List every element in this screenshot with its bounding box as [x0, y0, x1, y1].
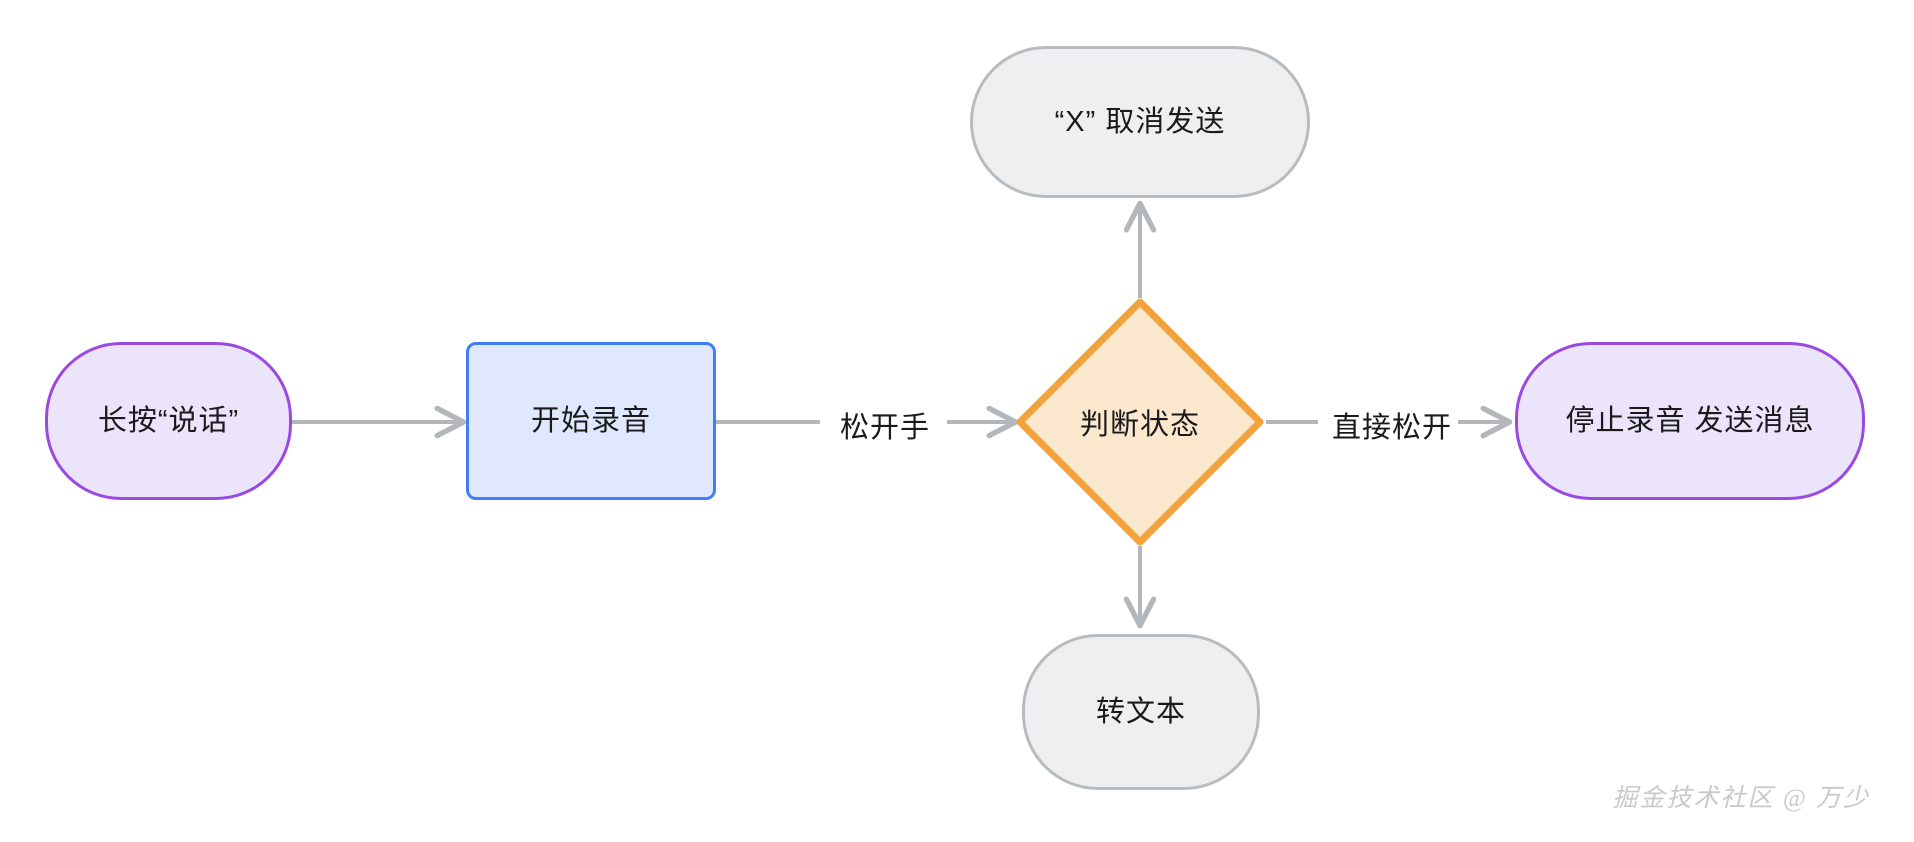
- watermark: 掘金技术社区 @ 万少: [1612, 785, 1870, 812]
- edge-label-direct-release: 直接松开: [1326, 404, 1459, 446]
- node-convert-to-text[interactable]: 转文本: [1022, 634, 1260, 790]
- node-stop-record-send[interactable]: 停止录音 发送消息: [1515, 342, 1865, 500]
- edge-label-release-hand: 松开手: [834, 404, 937, 446]
- diamond-shape: [1016, 298, 1264, 546]
- node-label-judge-state: 判断状态: [1079, 409, 1200, 441]
- node-label-stop-record-send: 停止录音 发送消息: [1565, 404, 1815, 437]
- node-cancel-send[interactable]: “X” 取消发送: [970, 46, 1310, 198]
- node-label-start-recording: 开始录音: [530, 404, 651, 437]
- node-label-press-to-speak: 长按“说话”: [97, 404, 240, 437]
- node-label-cancel-send: “X” 取消发送: [1054, 105, 1226, 138]
- node-press-to-speak[interactable]: 长按“说话”: [45, 342, 292, 500]
- node-judge-state[interactable]: 判断状态: [1016, 298, 1264, 546]
- node-label-convert-to-text: 转文本: [1095, 695, 1186, 728]
- node-start-recording[interactable]: 开始录音: [466, 342, 716, 500]
